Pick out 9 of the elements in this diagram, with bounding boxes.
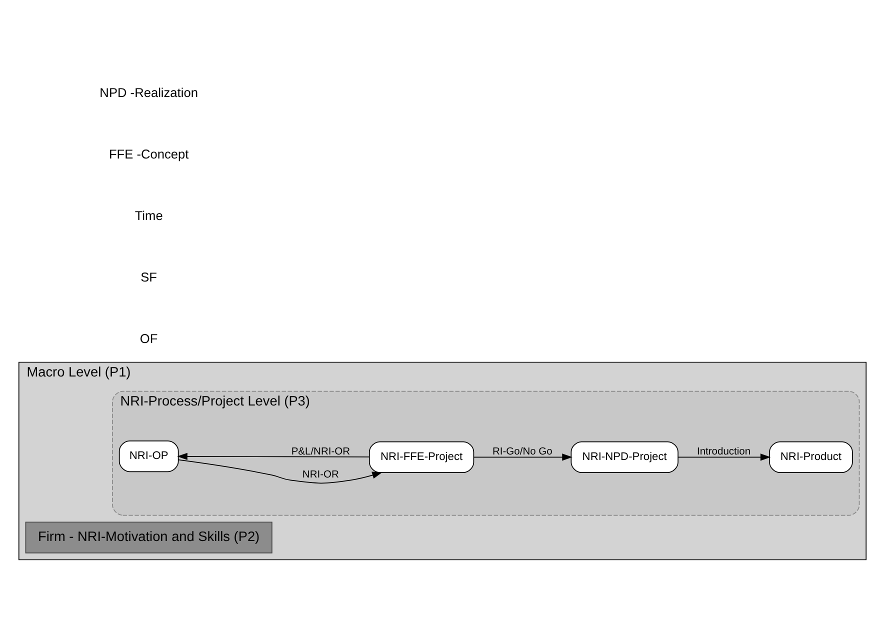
label: OF bbox=[140, 330, 158, 346]
label: Time bbox=[134, 207, 163, 222]
label: SF bbox=[140, 268, 158, 284]
edge-label: Introduction bbox=[696, 446, 751, 457]
edge-label: P&L/NRI-OR bbox=[291, 446, 350, 457]
edge-label: RI-Go/No Go bbox=[492, 446, 552, 457]
label: NPD -Realization bbox=[100, 84, 198, 100]
label: FFE -Concept bbox=[108, 146, 189, 161]
edge-label: NRI-OR bbox=[302, 468, 339, 480]
